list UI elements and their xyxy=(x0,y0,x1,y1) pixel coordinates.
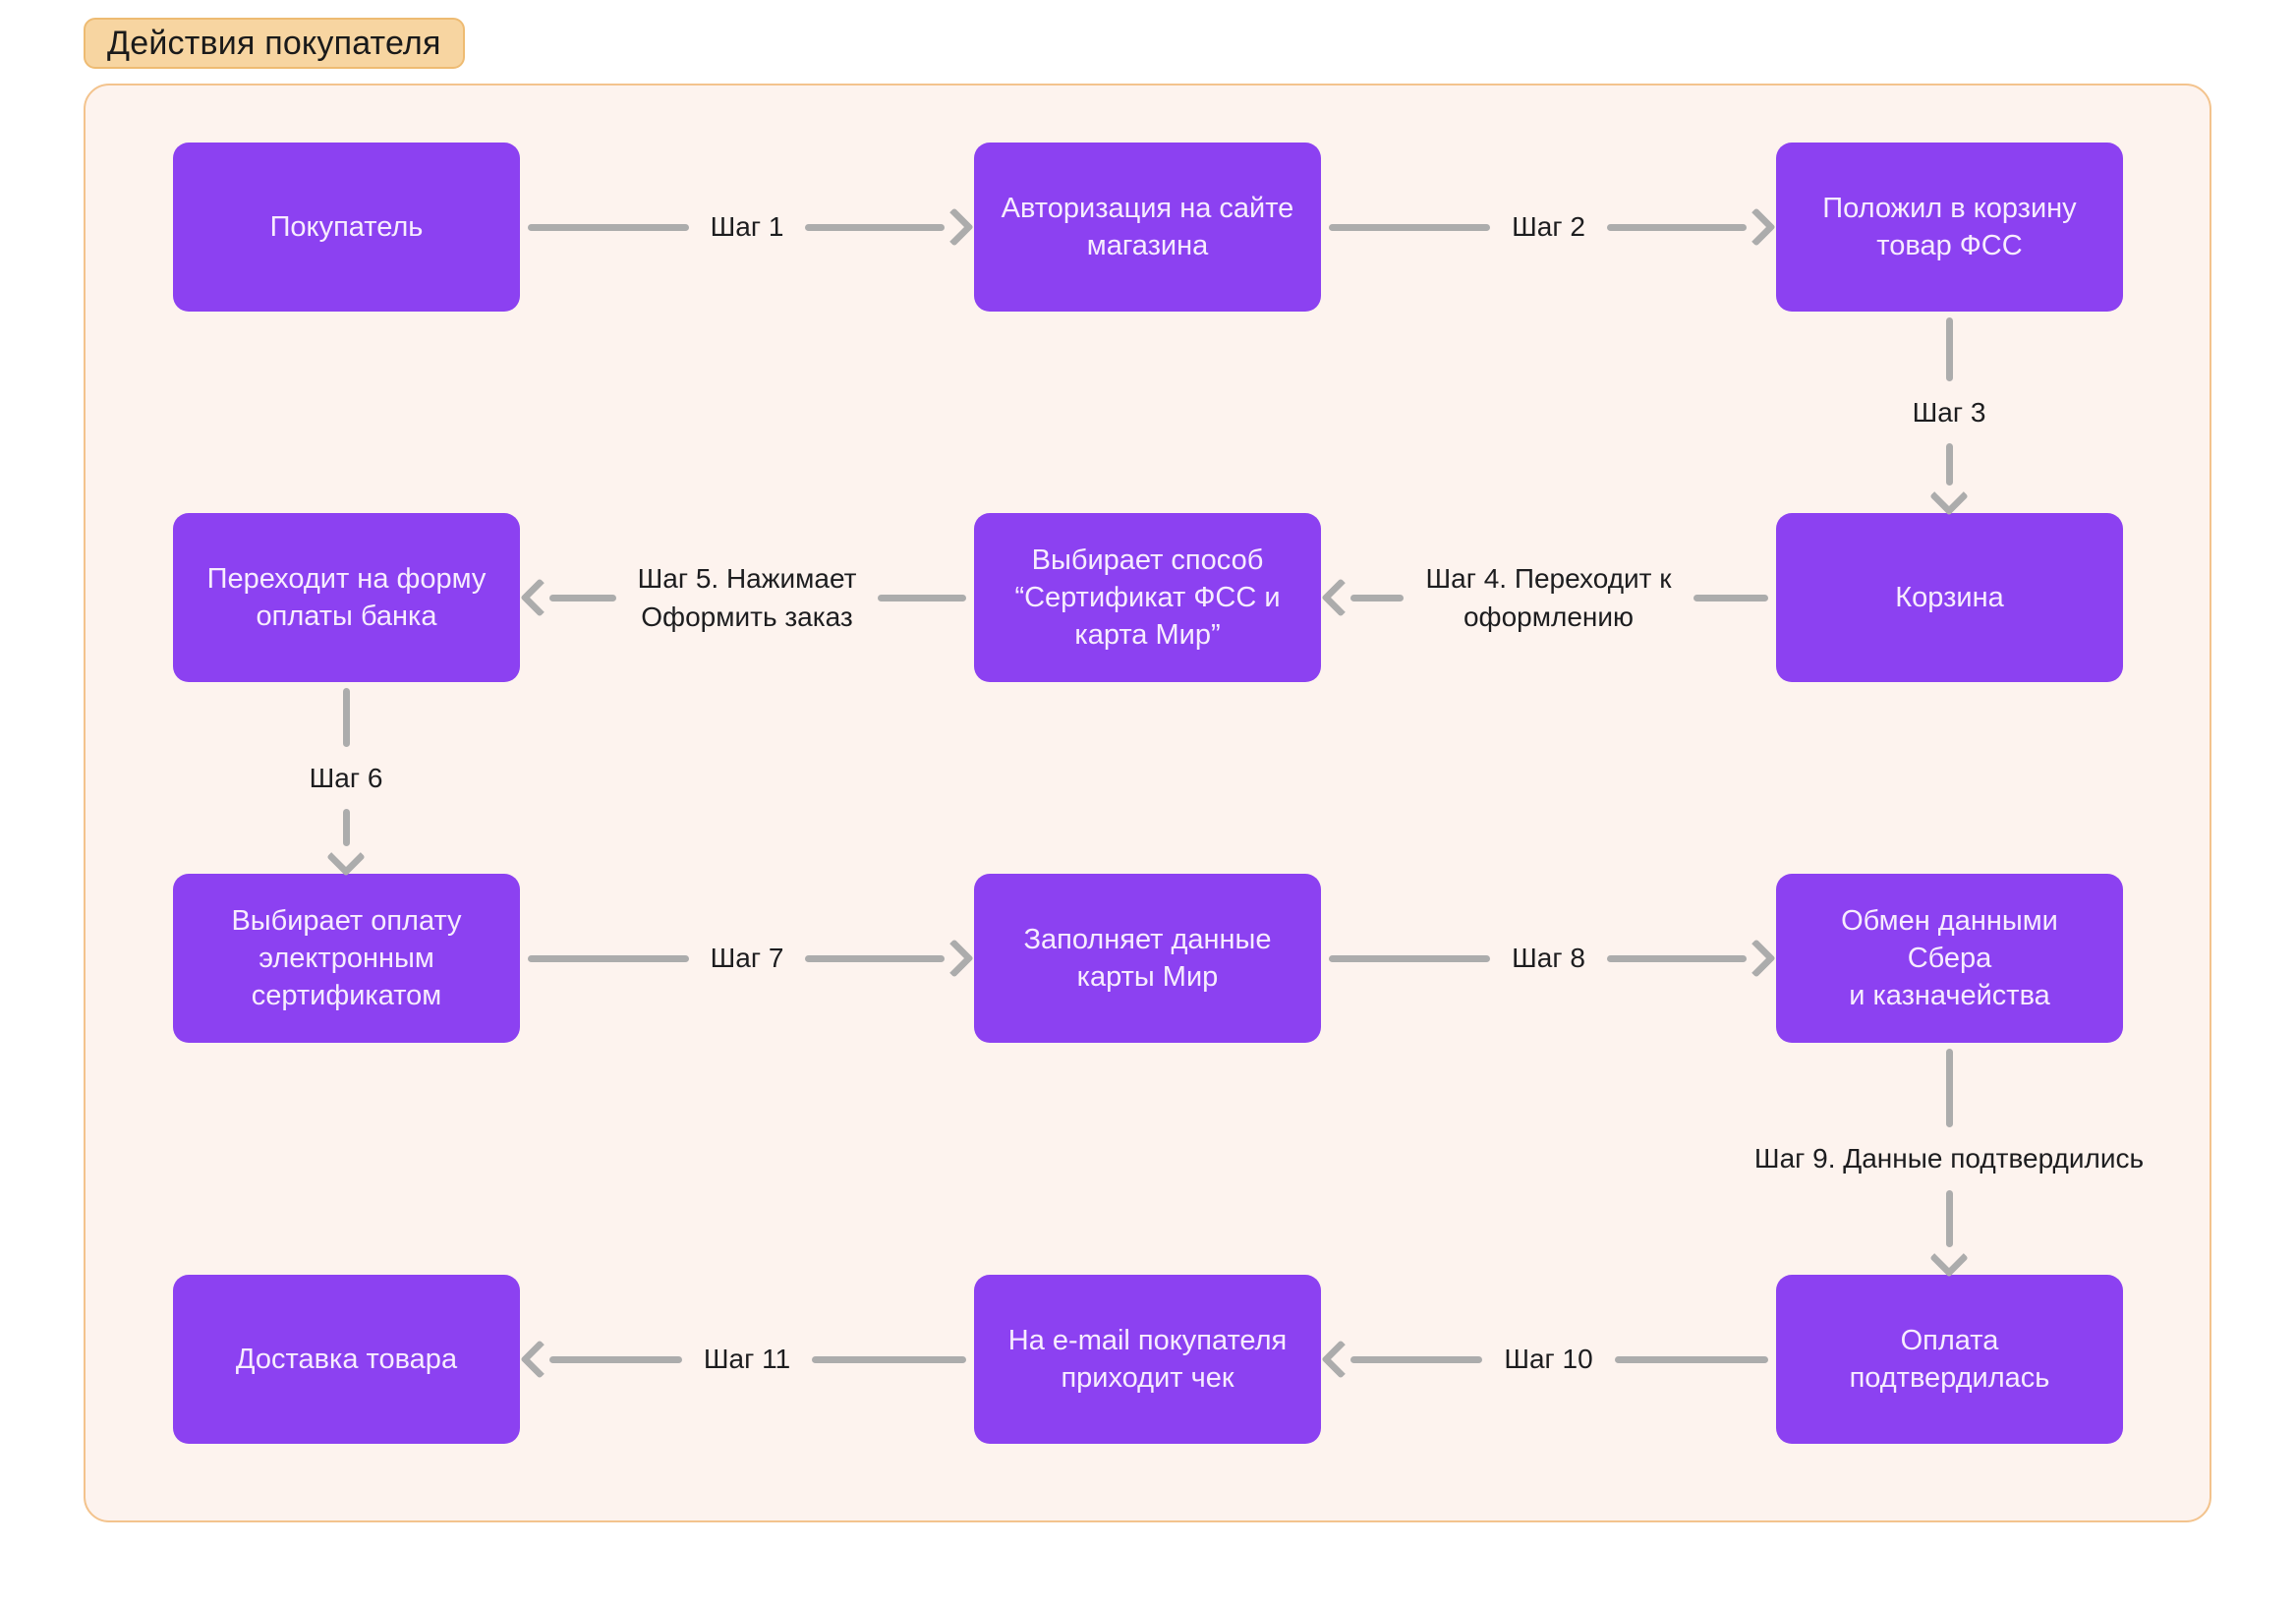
arrow-step-7-label: Шаг 7 xyxy=(710,943,784,974)
arrowhead-down-icon xyxy=(326,837,366,877)
arrow-step-5: Шаг 5. Нажимает Оформить заказ xyxy=(520,544,974,652)
arrow-line xyxy=(1329,223,1491,231)
arrow-shaft xyxy=(1606,929,1776,988)
node-bank-payment-form: Переходит на форму оплаты банка xyxy=(173,513,520,682)
node-site-authorization: Авторизация на сайте магазина xyxy=(974,143,1321,312)
arrow-step-9-label: Шаг 9. Данные подтвердились xyxy=(1753,1143,2145,1174)
arrow-line xyxy=(1945,1049,1953,1128)
arrow-step-6: Шаг 6 xyxy=(100,682,592,877)
arrowhead-left-icon xyxy=(1321,1340,1360,1379)
arrow-line xyxy=(342,688,350,747)
arrow-shaft xyxy=(316,809,375,877)
node-cart: Корзина xyxy=(1776,513,2123,682)
arrow-step-3: Шаг 3 xyxy=(1703,312,2195,516)
arrow-line xyxy=(342,809,350,846)
arrow-line xyxy=(805,954,945,962)
arrow-line xyxy=(528,954,689,962)
arrow-line xyxy=(549,1355,682,1363)
arrowhead-right-icon xyxy=(935,207,974,247)
arrow-line xyxy=(1945,1189,1953,1247)
arrowhead-down-icon xyxy=(1929,1238,1969,1278)
arrow-step-1-label: Шаг 1 xyxy=(710,211,784,243)
arrow-line xyxy=(1606,223,1747,231)
arrow-shaft xyxy=(520,1330,682,1389)
arrow-line xyxy=(878,594,966,602)
arrow-line xyxy=(1606,954,1747,962)
arrow-step-2-label: Шаг 2 xyxy=(1512,211,1585,243)
arrow-step-6-label: Шаг 6 xyxy=(309,762,383,793)
arrow-shaft xyxy=(1920,443,1979,516)
arrow-step-1: Шаг 1 xyxy=(520,173,974,281)
node-payment-confirmed: Оплата подтвердилась xyxy=(1776,1275,2123,1444)
arrow-step-8: Шаг 8 xyxy=(1321,904,1776,1012)
arrowhead-down-icon xyxy=(1929,477,1969,516)
node-add-to-cart: Положил в корзину товар ФСС xyxy=(1776,143,2123,312)
arrow-shaft xyxy=(1321,1330,1483,1389)
arrow-step-9: Шаг 9. Данные подтвердились xyxy=(1703,1043,2195,1278)
arrow-shaft xyxy=(805,198,974,257)
arrow-line xyxy=(549,594,616,602)
arrow-line xyxy=(1350,1355,1483,1363)
arrowhead-right-icon xyxy=(1737,939,1776,978)
arrow-shaft xyxy=(805,929,974,988)
node-email-receipt: На e-mail покупателя приходит чек xyxy=(974,1275,1321,1444)
arrow-step-2: Шаг 2 xyxy=(1321,173,1776,281)
arrow-step-8-label: Шаг 8 xyxy=(1512,943,1585,974)
arrow-shaft xyxy=(1606,198,1776,257)
node-delivery: Доставка товара xyxy=(173,1275,520,1444)
arrow-shaft xyxy=(1321,568,1405,627)
node-payment-method: Выбирает способ “Сертификат ФСС и карта … xyxy=(974,513,1321,682)
arrow-step-11-label: Шаг 11 xyxy=(703,1344,791,1375)
node-sber-treasury-exchange: Обмен данными Сбера и казначейства xyxy=(1776,874,2123,1043)
arrow-step-3-label: Шаг 3 xyxy=(1912,396,1986,428)
arrowhead-right-icon xyxy=(1737,207,1776,247)
arrow-line xyxy=(1693,594,1768,602)
arrow-step-7: Шаг 7 xyxy=(520,904,974,1012)
arrow-shaft xyxy=(1920,1189,1979,1278)
arrow-line xyxy=(1350,594,1405,602)
arrow-line xyxy=(1945,317,1953,381)
arrow-step-10: Шаг 10 xyxy=(1321,1305,1776,1413)
arrow-step-11: Шаг 11 xyxy=(520,1305,974,1413)
arrowhead-right-icon xyxy=(935,939,974,978)
arrow-line xyxy=(528,223,689,231)
arrow-step-4-label: Шаг 4. Переходит к оформлению xyxy=(1425,562,1672,632)
arrow-line xyxy=(805,223,945,231)
arrow-line xyxy=(1945,443,1953,486)
arrow-step-4: Шаг 4. Переходит к оформлению xyxy=(1321,544,1776,652)
arrowhead-left-icon xyxy=(520,1340,559,1379)
arrowhead-left-icon xyxy=(1321,578,1360,617)
node-mir-card-data: Заполняет данные карты Мир xyxy=(974,874,1321,1043)
arrow-step-10-label: Шаг 10 xyxy=(1504,1344,1593,1375)
arrowhead-left-icon xyxy=(520,578,559,617)
diagram-title-badge: Действия покупателя xyxy=(84,18,465,69)
arrow-line xyxy=(1614,1355,1768,1363)
node-buyer: Покупатель xyxy=(173,143,520,312)
arrow-line xyxy=(812,1355,967,1363)
arrow-shaft xyxy=(520,568,616,627)
arrow-step-5-label: Шаг 5. Нажимает Оформить заказ xyxy=(637,562,857,632)
arrow-line xyxy=(1329,954,1491,962)
node-electronic-certificate-payment: Выбирает оплату электронным сертификатом xyxy=(173,874,520,1043)
